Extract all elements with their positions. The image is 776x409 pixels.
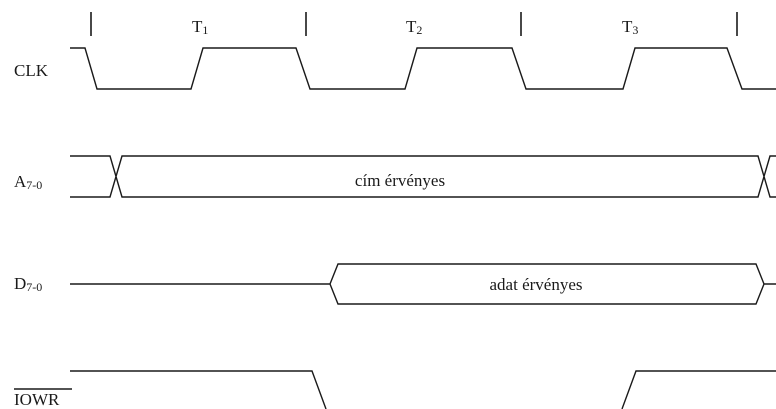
clk-waveform bbox=[70, 47, 776, 90]
data-bus-waveform bbox=[70, 263, 776, 305]
period-label-t3: T3 bbox=[622, 17, 638, 37]
clk-label: CLK bbox=[14, 61, 49, 80]
addr-label: A7-0 bbox=[14, 172, 42, 192]
period-label-t1: T1 bbox=[192, 17, 208, 37]
data-label: D7-0 bbox=[14, 274, 42, 294]
period-label-t2: T2 bbox=[406, 17, 422, 37]
data-valid-text: adat érvényes bbox=[490, 275, 583, 294]
addr-valid-text: cím érvényes bbox=[355, 171, 445, 190]
addr-bus-waveform bbox=[70, 155, 776, 198]
iowr-waveform-rise bbox=[621, 370, 776, 409]
iowr-label: IOWR bbox=[14, 390, 60, 409]
iowr-waveform-high bbox=[70, 370, 327, 409]
